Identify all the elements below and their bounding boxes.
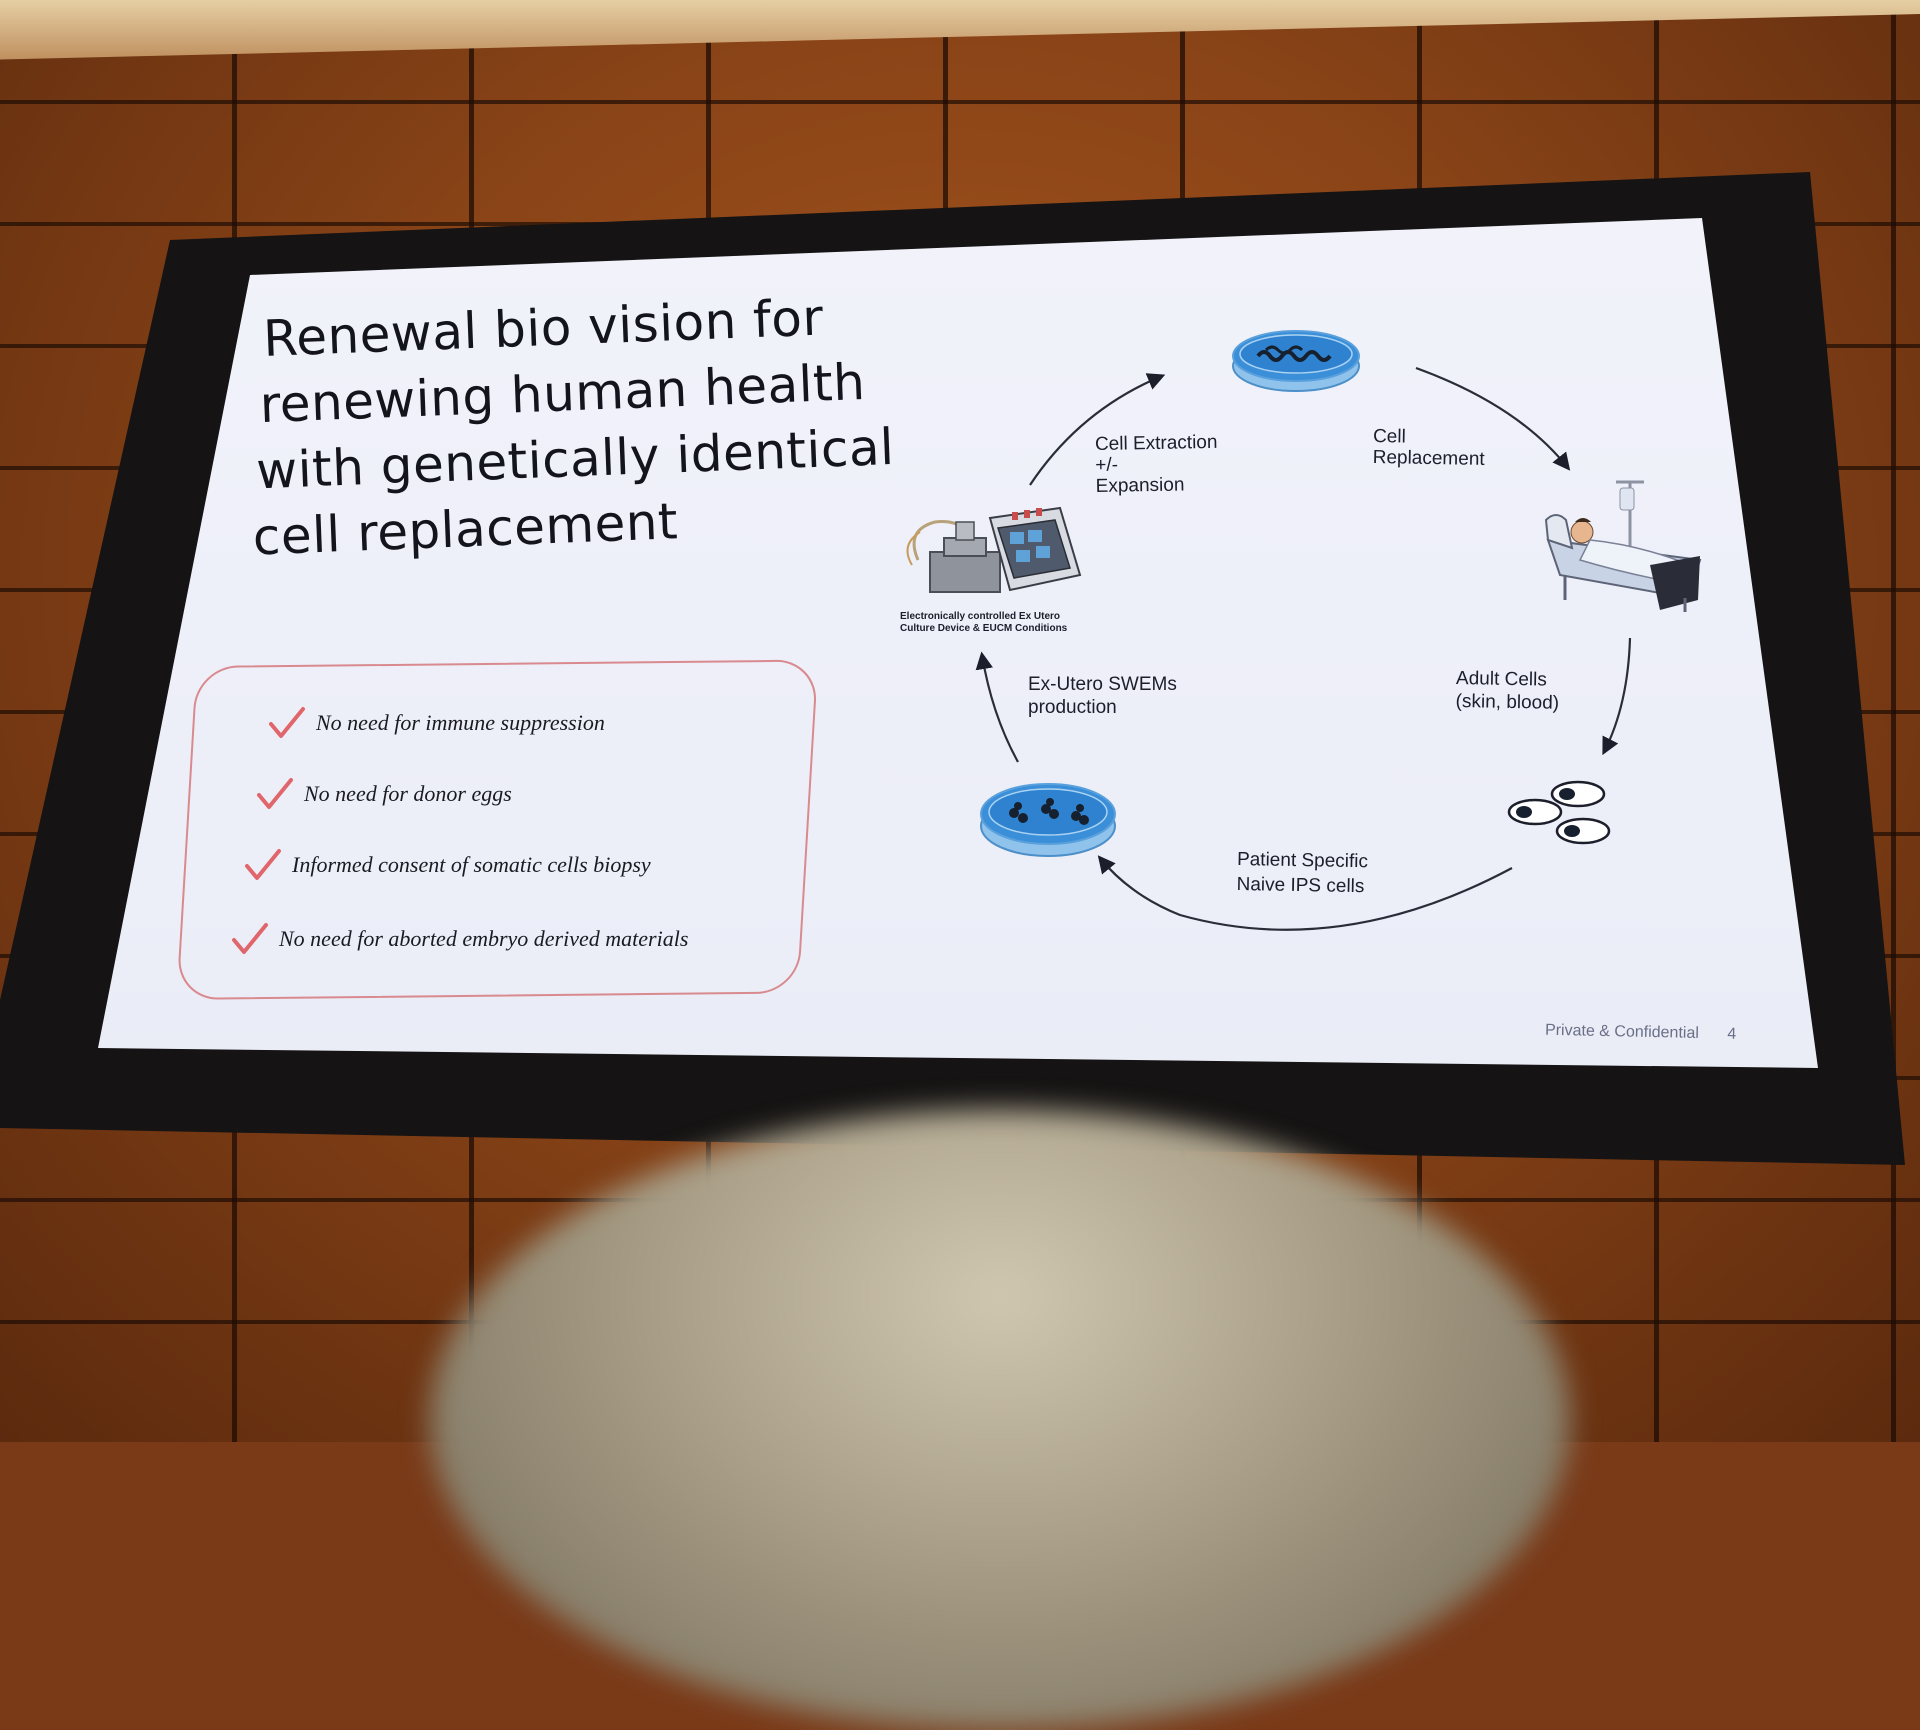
benefit-text: No need for aborted embryo derived mater…: [279, 926, 689, 951]
benefit-text: Informed consent of somatic cells biopsy: [292, 852, 651, 877]
culture-device-icon: [906, 506, 1082, 593]
check-icon: [257, 778, 293, 809]
device-caption: Culture Device & EUCM Conditions: [900, 623, 1068, 634]
check-icon: [232, 923, 268, 954]
label-adult-cells: (skin, blood): [1455, 691, 1559, 714]
presentation-slide: [98, 218, 1818, 1068]
cells-icon: [1507, 780, 1611, 845]
arrow-swems: [975, 651, 1019, 763]
label-cell-replacement: Replacement: [1373, 447, 1486, 470]
arrow-ips: [1097, 855, 1513, 931]
confidential-label: Private & Confidential: [1544, 1021, 1700, 1042]
label-cell-replacement: Cell: [1373, 426, 1406, 448]
hospital-bed-icon: [1544, 480, 1702, 612]
label-cell-extraction: +/-: [1095, 455, 1118, 476]
benefit-text: No need for immune suppression: [316, 710, 605, 735]
audience-head: [430, 1110, 1570, 1730]
benefit-text: No need for donor eggs: [304, 781, 512, 806]
benefit-item: No need for aborted embryo derived mater…: [231, 922, 688, 956]
device-caption: Electronically controlled Ex Utero: [900, 611, 1060, 622]
label-swems: production: [1028, 697, 1117, 718]
benefit-item: No need for immune suppression: [268, 706, 605, 740]
petri-dish-icon: [980, 783, 1116, 857]
label-ips-cells: Patient Specific: [1237, 849, 1368, 872]
benefit-item: Informed consent of somatic cells biopsy: [244, 848, 651, 882]
label-cell-extraction: Cell Extraction: [1095, 432, 1218, 455]
petri-dish-icon: [1232, 330, 1360, 392]
benefit-item: No need for donor eggs: [256, 777, 512, 811]
check-icon: [269, 707, 305, 738]
label-adult-cells: Adult Cells: [1456, 668, 1547, 691]
label-ips-cells: Naive IPS cells: [1236, 874, 1364, 897]
cell-cycle-diagram: Cell Extraction +/- Expansion Cell Repla…: [900, 330, 1702, 931]
page-number: 4: [1727, 1025, 1737, 1043]
arrow-replacement: [1415, 366, 1571, 471]
arrow-extraction: [1029, 373, 1166, 486]
label-cell-extraction: Expansion: [1096, 474, 1185, 497]
check-icon: [245, 849, 281, 880]
label-swems: Ex-Utero SWEMs: [1028, 674, 1177, 695]
arrow-adult-cells: [1602, 637, 1632, 756]
